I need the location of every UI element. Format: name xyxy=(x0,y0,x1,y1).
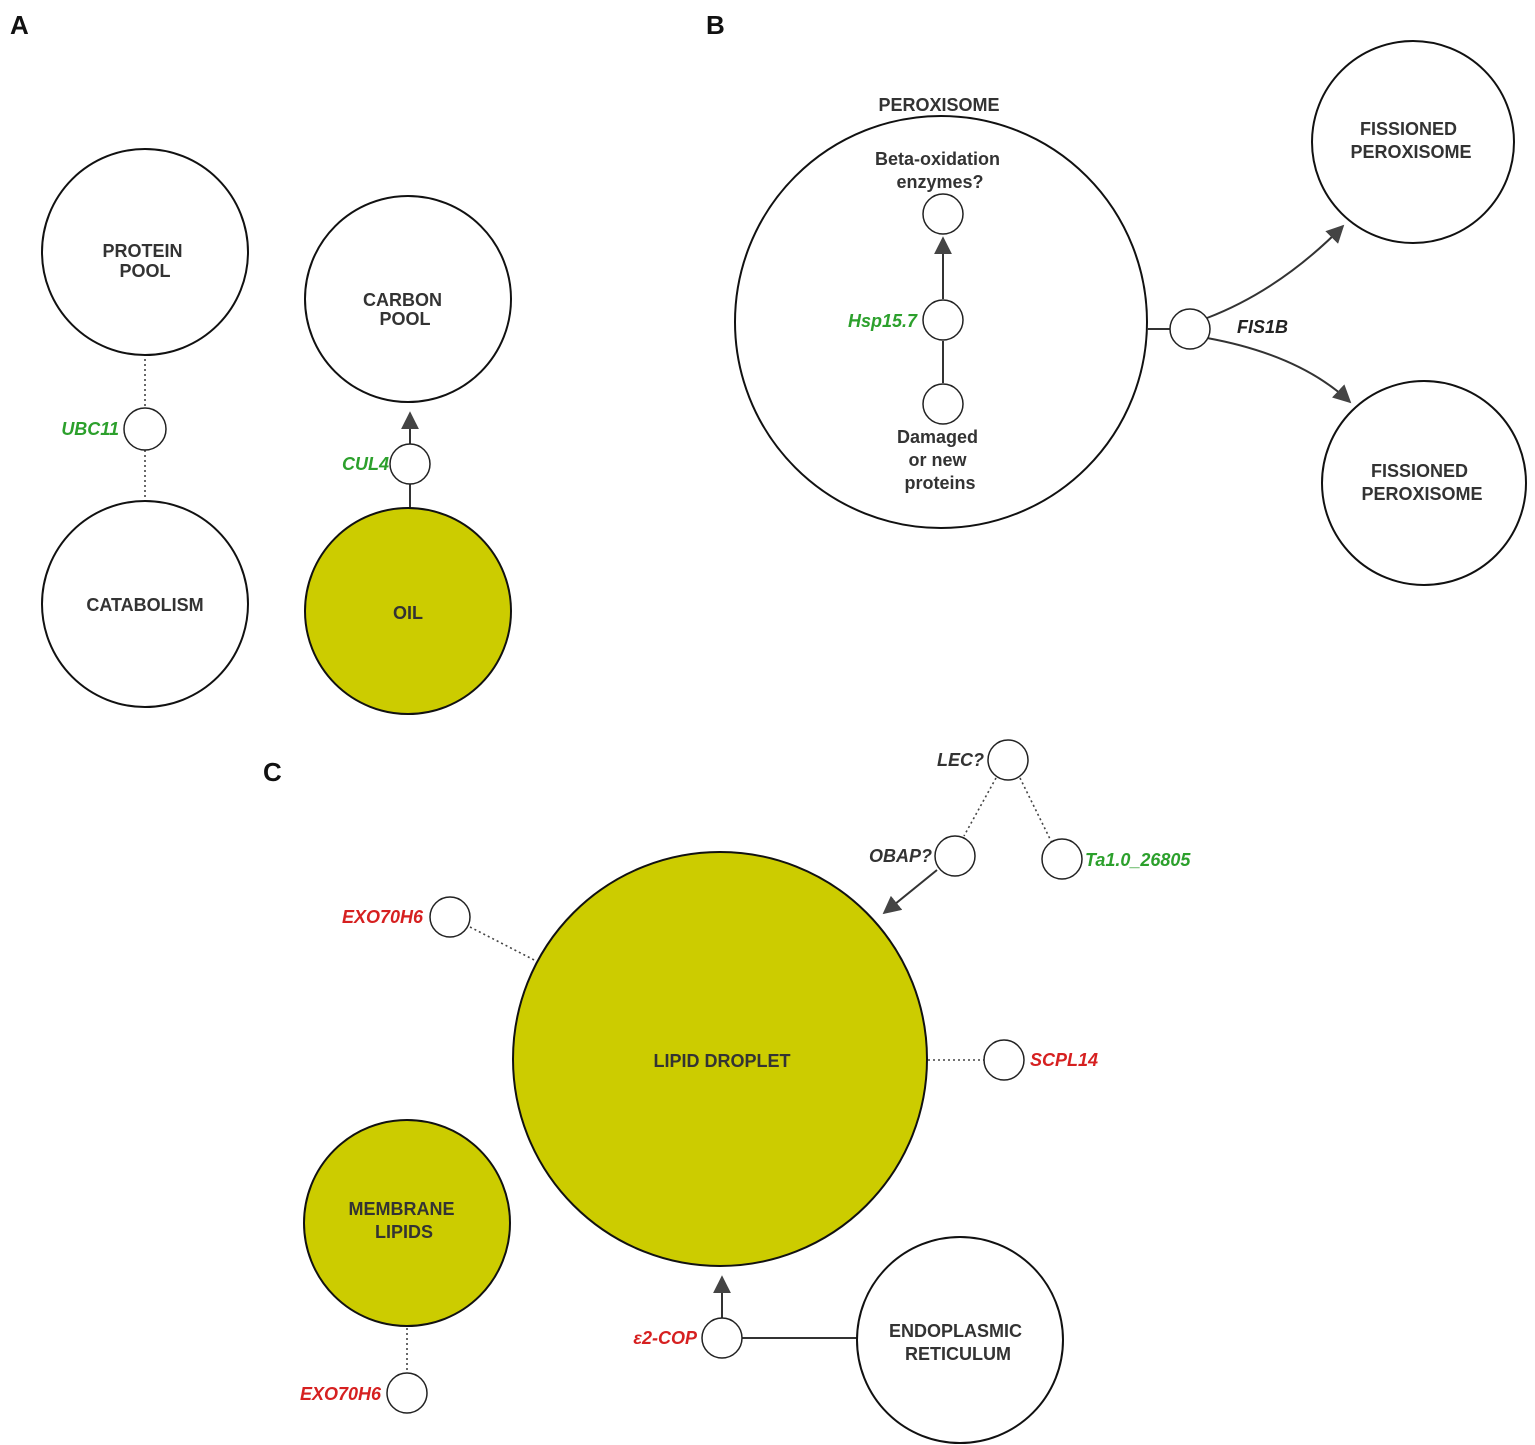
exo-top-link xyxy=(469,926,541,964)
carbon-pool-label: CARBON POOL xyxy=(363,290,447,329)
ta-label: Ta1.0_26805 xyxy=(1085,850,1191,870)
exo-bottom-node xyxy=(386,1372,428,1414)
fissioned-peroxisome-top-node xyxy=(1311,40,1515,244)
protein-pool-label: PROTEIN POOL xyxy=(102,241,187,281)
membrane-lipids-node xyxy=(303,1119,511,1327)
lipid-droplet-node xyxy=(512,851,928,1267)
lec-ta-link xyxy=(1019,777,1053,844)
damaged-node xyxy=(922,383,964,425)
catabolism-label: CATABOLISM xyxy=(86,595,203,615)
fissioned-peroxisome-bottom-label: FISSIONED PEROXISOME xyxy=(1361,461,1482,504)
fissioned-peroxisome-bottom-node xyxy=(1321,380,1527,586)
exo-top-label: EXO70H6 xyxy=(342,907,424,927)
fis1b-arrow-bottom xyxy=(1206,337,1352,404)
exo-top-node xyxy=(429,896,471,938)
scpl14-label: SCPL14 xyxy=(1030,1050,1098,1070)
panel-label-a: A xyxy=(10,10,29,40)
protein-pool-node xyxy=(41,148,249,356)
beta-oxidation-node xyxy=(922,193,964,235)
beta-oxidation-label: Beta-oxidation enzymes? xyxy=(875,149,1005,192)
membrane-lipids-label: MEMBRANE LIPIDS xyxy=(348,1199,459,1242)
peroxisome-title: PEROXISOME xyxy=(878,95,999,115)
obap-node xyxy=(934,835,976,877)
scpl14-node xyxy=(983,1039,1025,1081)
ta-node xyxy=(1041,838,1083,880)
obap-arrow xyxy=(882,869,938,915)
panel-label-b: B xyxy=(706,10,725,40)
damaged-label: Damaged or new proteins xyxy=(897,427,983,493)
cul4-label: CUL4 xyxy=(342,454,389,474)
fissioned-peroxisome-top-label: FISSIONED PEROXISOME xyxy=(1350,119,1471,162)
fis1b-node xyxy=(1169,308,1211,350)
er-label: ENDOPLASMIC RETICULUM xyxy=(889,1321,1027,1364)
e2cop-node xyxy=(701,1317,743,1359)
oil-label: OIL xyxy=(393,603,423,623)
ubc11-label: UBC11 xyxy=(61,419,119,439)
e2cop-label: ε2-COP xyxy=(633,1328,698,1348)
lipid-droplet-label: LIPID DROPLET xyxy=(653,1051,790,1071)
fis1b-label: FIS1B xyxy=(1237,317,1288,337)
carbon-pool-node xyxy=(304,195,512,403)
hsp-label: Hsp15.7 xyxy=(848,311,918,331)
ubc11-node xyxy=(123,407,167,451)
cul4-node xyxy=(389,443,431,485)
er-node xyxy=(856,1236,1064,1444)
lec-obap-link xyxy=(963,777,997,837)
panel-label-c: C xyxy=(263,757,282,787)
fis1b-arrow-top xyxy=(1206,224,1345,319)
lec-node xyxy=(987,739,1029,781)
oil-node xyxy=(304,507,512,715)
exo-bottom-label: EXO70H6 xyxy=(300,1384,382,1404)
obap-label: OBAP? xyxy=(869,846,932,866)
catabolism-node xyxy=(41,500,249,708)
hsp-node xyxy=(922,299,964,341)
lec-label: LEC? xyxy=(937,750,984,770)
